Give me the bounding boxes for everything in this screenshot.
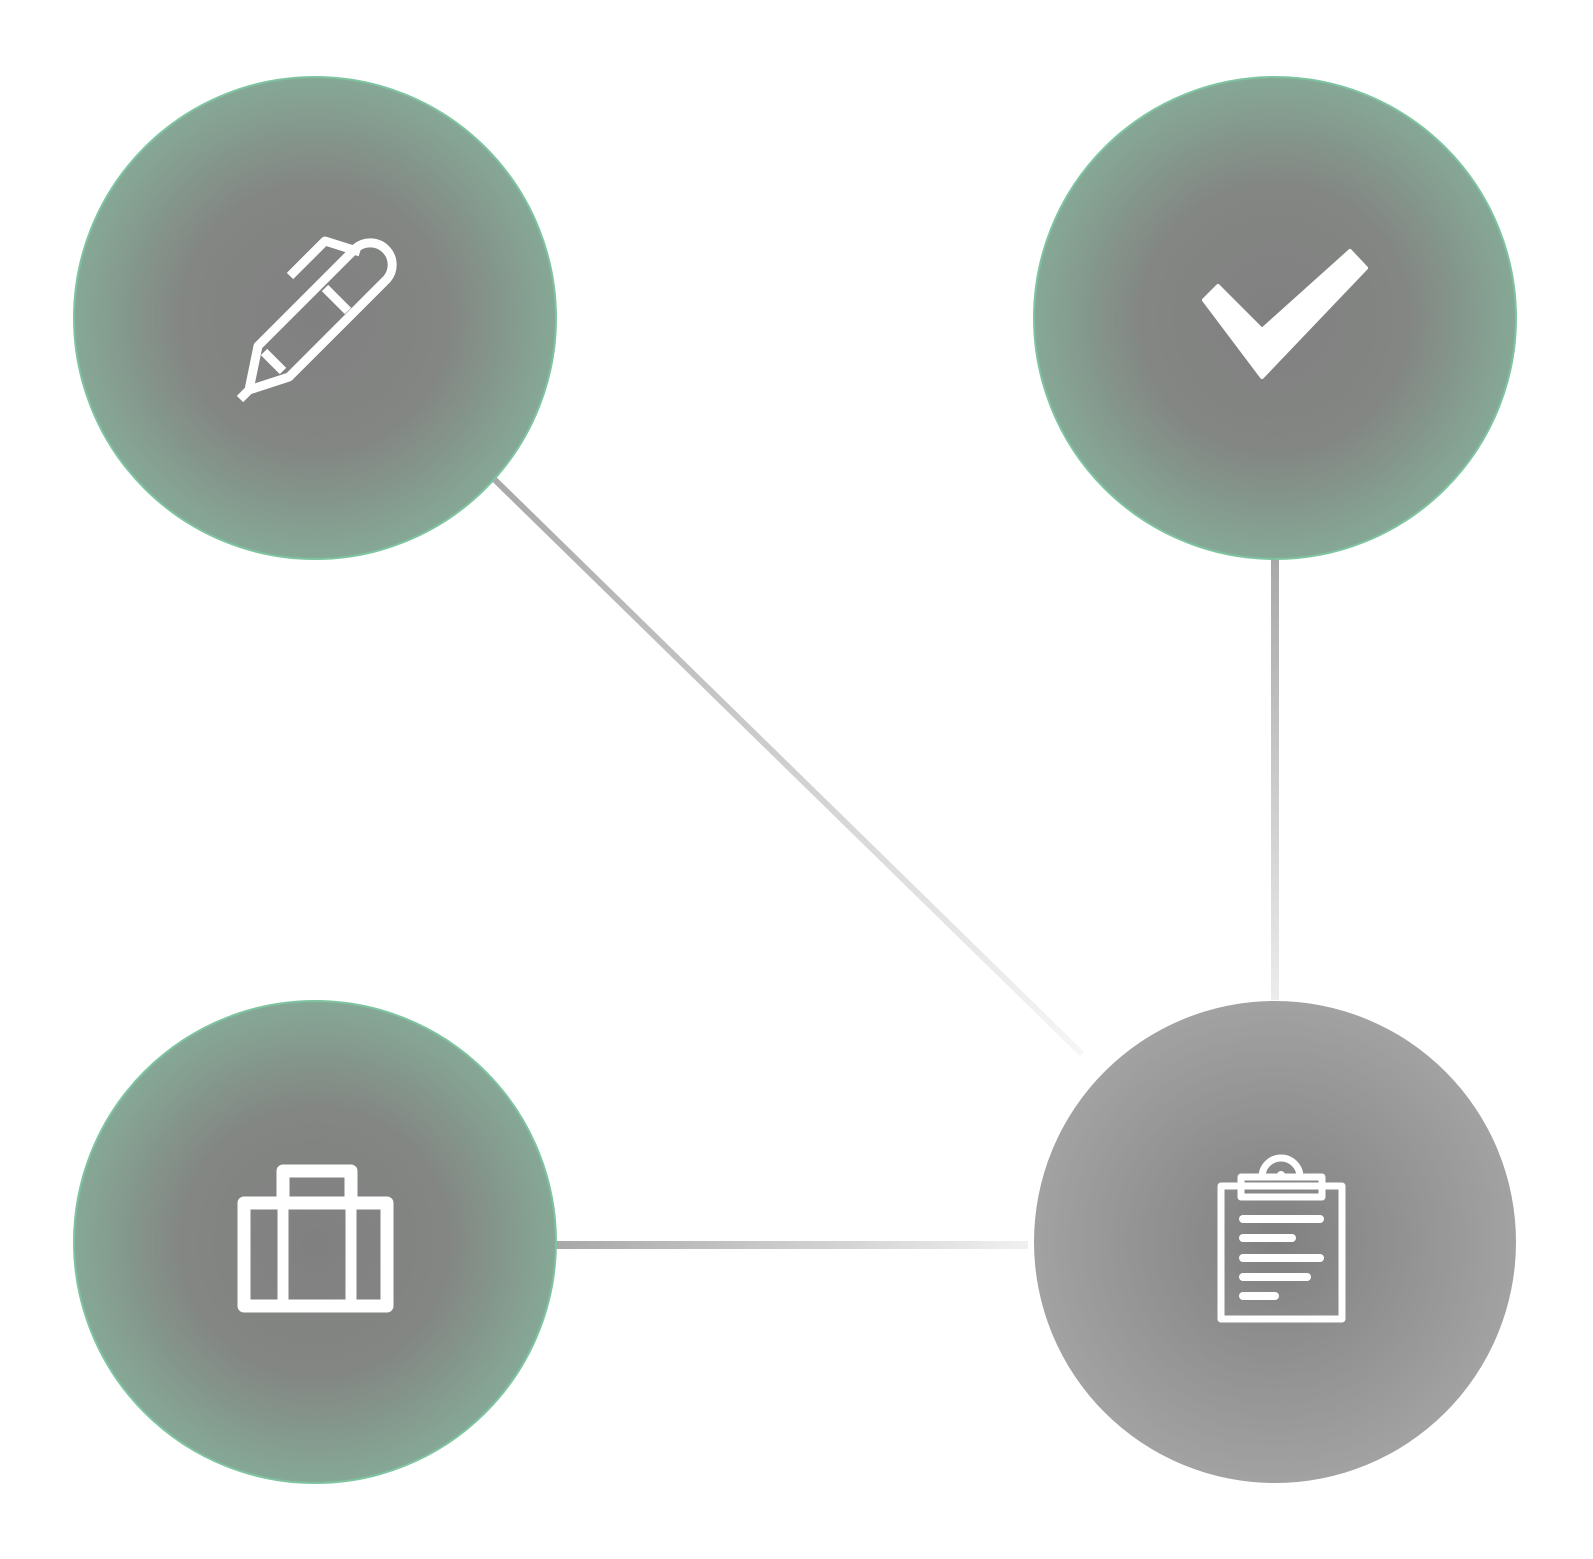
clipboard-icon <box>1217 1154 1346 1323</box>
briefcase-icon <box>237 1164 394 1313</box>
node-edit[interactable] <box>73 76 557 560</box>
node-report[interactable] <box>1034 1001 1516 1483</box>
node-approve[interactable] <box>1033 76 1517 560</box>
pen-icon <box>236 236 397 403</box>
checkmark-icon <box>1202 249 1368 379</box>
node-portfolio[interactable] <box>73 1000 557 1484</box>
edge-edit-to-report <box>490 475 1085 1057</box>
